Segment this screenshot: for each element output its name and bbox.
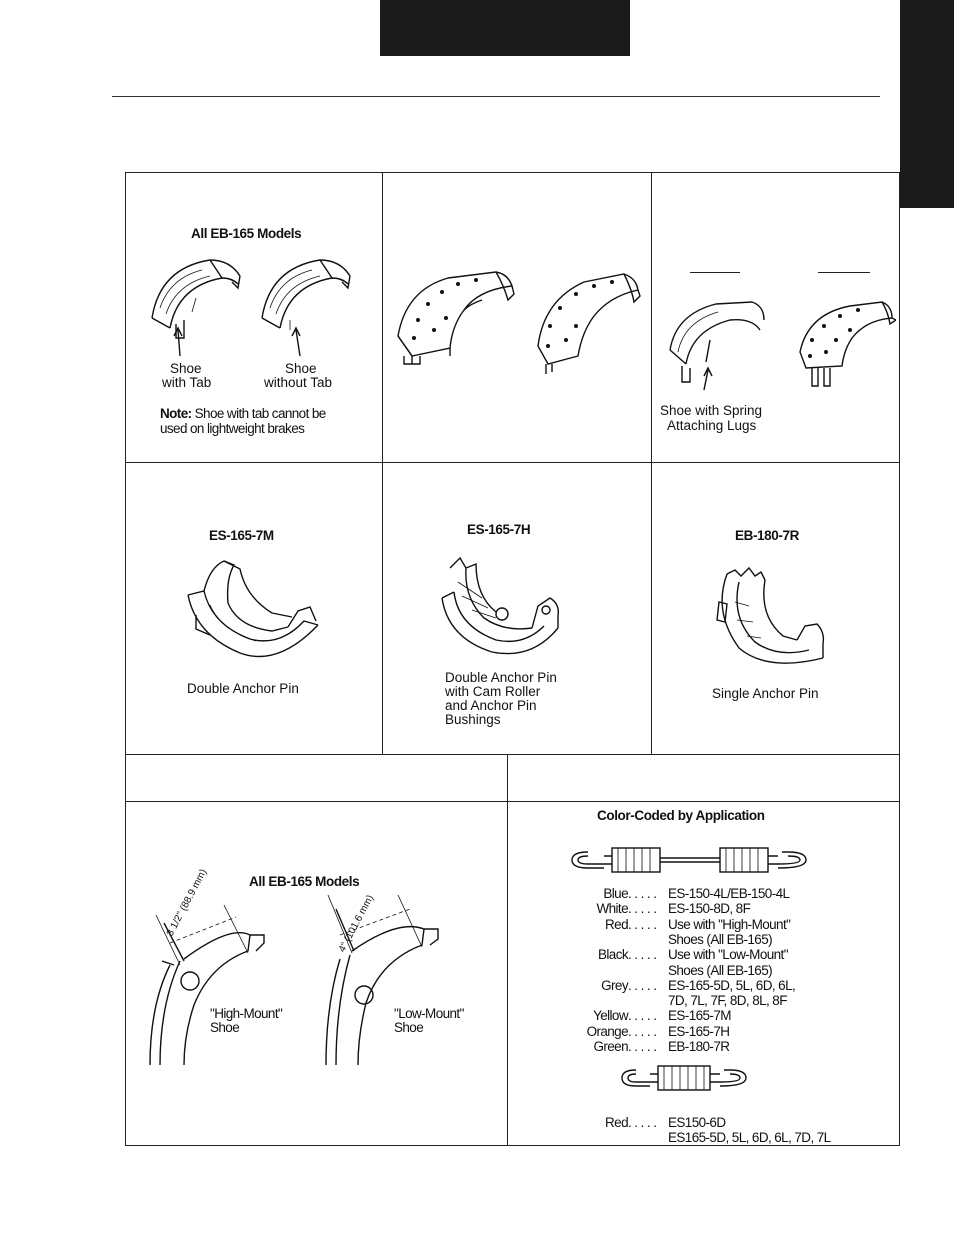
- row-divider-3: [125, 801, 900, 802]
- color-name: White: [596, 901, 628, 917]
- leader-dots: . . . . .: [628, 1039, 657, 1054]
- shoe-without-tab-label-1: Shoe: [285, 361, 317, 376]
- low-mount-label-1: "Low-Mount": [394, 1006, 464, 1021]
- application-text: Shoes (All EB-165): [668, 962, 773, 978]
- row-divider-1: [125, 462, 900, 463]
- es165-7h-caption-1: Double Anchor Pin: [445, 670, 557, 685]
- note-text-1: Shoe with tab cannot be: [191, 406, 327, 421]
- leader-dots: . . . . .: [628, 947, 657, 963]
- leader-dots: . . . . .: [628, 1115, 657, 1130]
- es165-7h-caption-2: with Cam Roller: [445, 684, 541, 699]
- return-spring-short-illustration: [621, 1065, 747, 1091]
- application-text: ES-165-5D, 5L, 6D, 6L,: [668, 977, 796, 993]
- eb165-title: All EB-165 Models: [191, 226, 302, 241]
- header-black-block: [380, 0, 630, 56]
- application-text: ES165-5D, 5L, 6D, 6L, 7D, 7L: [668, 1130, 831, 1145]
- shoe-with-tab-label-1: Shoe: [170, 361, 202, 376]
- color-name: Yellow: [593, 1008, 629, 1024]
- col-divider-2: [651, 172, 652, 754]
- color-name: Orange: [586, 1023, 629, 1039]
- leader-dots: . . . . .: [628, 1023, 657, 1039]
- application-text: Shoes (All EB-165): [668, 931, 773, 947]
- es165-7m-caption: Double Anchor Pin: [187, 681, 299, 696]
- header-rule: [112, 96, 880, 97]
- note-label: Note:: [160, 406, 192, 421]
- lined-shoes-illustration: [397, 271, 641, 374]
- return-spring-long-illustration: [571, 847, 807, 873]
- leader-dots: . . . . .: [628, 901, 657, 917]
- application-text: ES-150-4L/EB-150-4L: [668, 886, 790, 901]
- eb165-note-line-2: used on lightweight brakes: [160, 421, 305, 436]
- leader-dots: . . . . .: [628, 916, 657, 932]
- color-name: Black: [597, 947, 629, 963]
- high-mount-label-2: Shoe: [210, 1020, 240, 1035]
- spring-lug-shoes-illustration: [669, 301, 896, 391]
- color-coded-title: Color-Coded by Application: [597, 808, 765, 823]
- leader-dots: . . . . .: [628, 1008, 657, 1024]
- eb165-note-line-1: Note: Shoe with tab cannot be: [160, 406, 326, 421]
- application-text: ES-165-7H: [668, 1023, 730, 1039]
- col-divider-3: [507, 754, 508, 1146]
- color-name: Red: [605, 916, 629, 932]
- leader-dots: . . . . .: [628, 977, 657, 993]
- spring-lugs-caption-1: Shoe with Spring: [660, 403, 763, 418]
- color-name: Green: [593, 1039, 628, 1054]
- blank-label-rule-1: [690, 272, 740, 273]
- application-text: ES-150-8D, 8F: [668, 901, 751, 917]
- application-text: 7D, 7L, 7F, 8D, 8L, 8F: [668, 993, 787, 1009]
- mount-shoes-diagram: [149, 895, 439, 1066]
- color-name: Grey: [601, 977, 628, 993]
- leader-dots: . . . . .: [628, 886, 657, 901]
- spring-lugs-caption-2: Attaching Lugs: [667, 418, 757, 433]
- application-text: Use with "Low-Mount": [668, 947, 788, 963]
- shoe-with-tab-label-2: with Tab: [162, 375, 212, 390]
- eb165-shoes-illustration: [151, 259, 351, 357]
- es165-7m-title: ES-165-7M: [209, 528, 274, 543]
- es165-7h-caption-3: and Anchor Pin: [445, 698, 537, 713]
- application-text: ES-165-7M: [668, 1008, 731, 1024]
- eb180-7r-title: EB-180-7R: [735, 528, 799, 543]
- eb180-7r-illustration: [716, 566, 825, 664]
- section-side-tab: [900, 0, 954, 208]
- color-name: Blue: [603, 886, 628, 901]
- es165-7h-illustration: [441, 556, 560, 655]
- shoe-without-tab-label-2: without Tab: [264, 375, 333, 390]
- es165-7m-illustration: [187, 560, 319, 658]
- high-mount-label-1: "High-Mount": [210, 1006, 283, 1021]
- application-text: ES150-6D: [668, 1115, 726, 1130]
- col-divider-1: [382, 172, 383, 754]
- bottom-eb165-title: All EB-165 Models: [249, 874, 360, 889]
- blank-label-rule-2: [818, 272, 870, 273]
- row-divider-2: [125, 754, 900, 755]
- eb180-7r-caption: Single Anchor Pin: [712, 686, 819, 701]
- low-mount-label-2: Shoe: [394, 1020, 424, 1035]
- application-text: EB-180-7R: [668, 1039, 730, 1054]
- es165-7h-title: ES-165-7H: [467, 522, 531, 537]
- application-text: Use with "High-Mount": [668, 916, 791, 932]
- color-name: Red: [605, 1115, 629, 1130]
- parts-figure-table: [125, 172, 900, 1146]
- es165-7h-caption-4: Bushings: [445, 712, 501, 727]
